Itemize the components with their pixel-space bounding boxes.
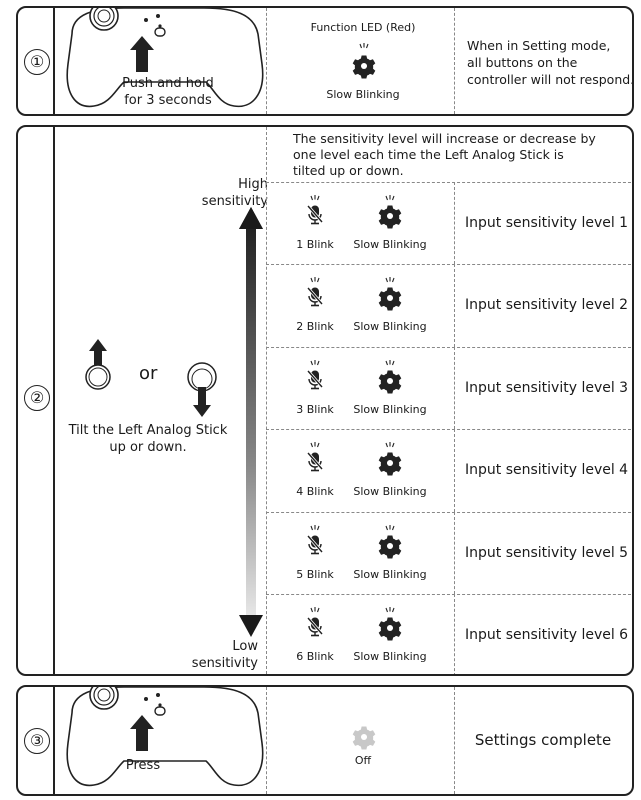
gear-icon [378, 276, 402, 311]
step-1-panel: ① Push and hold for 3 seconds Function L… [16, 6, 634, 116]
step-2-panel: ② or Tilt the Left Analog Stick up or do… [16, 125, 634, 676]
low-sensitivity-label: Low sensitivity [191, 639, 258, 671]
controller-icon [66, 687, 264, 787]
arrow-up-icon [130, 715, 154, 751]
led-state-label: Slow Blinking [353, 238, 427, 251]
row-divider [266, 264, 632, 266]
sensitivity-level-label: Input sensitivity level 2 [465, 297, 629, 314]
row-divider [266, 511, 632, 513]
blink-count-label: 6 Blink [296, 650, 334, 663]
gear-icon [378, 606, 402, 641]
sensitivity-level-label: Input sensitivity level 6 [465, 627, 629, 643]
function-led-label: Function LED (Red) [310, 21, 416, 34]
led-state-label: Slow Blinking [353, 320, 427, 334]
step-number: ① [24, 49, 50, 75]
setting-mode-note: When in Setting mode, all buttons on the… [467, 38, 634, 87]
row-divider [266, 594, 632, 595]
mic-mute-icon [306, 606, 324, 637]
divider [454, 687, 455, 794]
step-3-panel: ③ Press Off Settings complete [16, 685, 634, 796]
gear-icon [352, 726, 376, 750]
step-number: ③ [24, 728, 50, 754]
analog-stick-icon [85, 339, 111, 390]
step-number: ② [24, 385, 50, 411]
step-3-instruction: Press [125, 758, 161, 773]
divider [266, 8, 267, 114]
blink-count-label: 2 Blink [296, 320, 334, 334]
column-divider [454, 182, 455, 265]
controller-icon [66, 8, 264, 108]
divider [266, 687, 267, 794]
divider [266, 127, 267, 674]
column-divider [454, 429, 455, 512]
blink-count-label: 1 Blink [296, 238, 334, 251]
gear-icon [378, 194, 402, 229]
blink-count-label: 3 Blink [296, 402, 334, 416]
step-2-instruction: Tilt the Left Analog Stick up or down. [68, 423, 228, 455]
step-number-column: ③ [18, 687, 55, 794]
divider [454, 8, 455, 114]
sensitivity-arrow [239, 207, 263, 637]
analog-stick-icon [187, 362, 217, 417]
mic-mute-icon [306, 194, 324, 225]
step-number-column: ② [18, 127, 55, 674]
led-state-label: Slow Blinking [353, 567, 427, 581]
high-sensitivity-label: High sensitivity [201, 177, 268, 209]
step-number-column: ① [18, 8, 55, 114]
gear-icon [378, 359, 402, 394]
led-state-label: Slow Blinking [326, 88, 400, 101]
column-divider [454, 594, 455, 674]
mic-mute-icon [306, 441, 324, 473]
mic-mute-icon [306, 524, 324, 555]
gear-icon [378, 441, 402, 476]
sensitivity-level-label: Input sensitivity level 4 [465, 462, 629, 479]
settings-complete-label: Settings complete [474, 731, 612, 749]
led-state-label: Off [354, 754, 372, 767]
gear-icon [378, 524, 402, 559]
led-state-label: Slow Blinking [353, 402, 427, 416]
row-divider [266, 429, 632, 431]
gear-icon [352, 42, 376, 79]
column-divider [454, 346, 455, 430]
sensitivity-level-label: Input sensitivity level 1 [465, 215, 629, 231]
row-divider [266, 182, 632, 183]
mic-mute-icon [306, 359, 324, 390]
sensitivity-header-note: The sensitivity level will increase or d… [293, 131, 596, 178]
sensitivity-level-label: Input sensitivity level 5 [465, 544, 629, 561]
mic-mute-icon [306, 276, 324, 308]
step-1-instruction: Push and hold for 3 seconds [122, 76, 214, 108]
arrow-up-icon [130, 36, 154, 72]
sensitivity-level-label: Input sensitivity level 3 [465, 379, 629, 396]
column-divider [454, 511, 455, 594]
row-divider [266, 346, 632, 348]
led-state-label: Slow Blinking [353, 650, 427, 663]
or-label: or [139, 363, 158, 384]
column-divider [454, 264, 455, 347]
blink-count-label: 5 Blink [296, 567, 334, 581]
led-state-label: Slow Blinking [353, 485, 427, 499]
blink-count-label: 4 Blink [296, 485, 334, 499]
